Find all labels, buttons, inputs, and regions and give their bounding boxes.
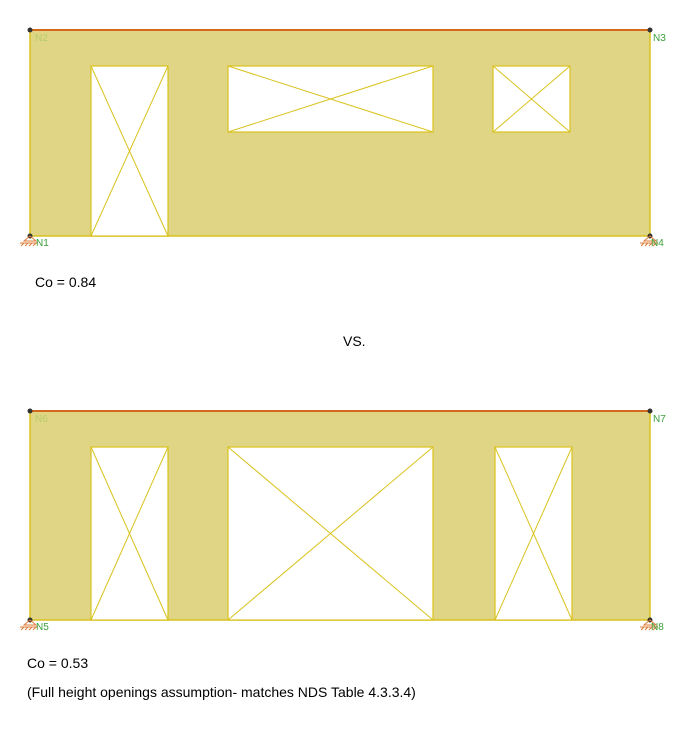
node-point <box>27 408 33 414</box>
co-result-1: Co = 0.84 <box>35 274 97 290</box>
ground-hatch-icon <box>640 626 658 631</box>
node-label: N7 <box>653 414 666 425</box>
opening-diagonal <box>227 65 434 133</box>
ground-hatch-icon <box>640 242 658 247</box>
node-label: N4 <box>651 238 664 249</box>
vs-label: VS. <box>343 333 366 349</box>
opening-diagonal <box>90 65 169 237</box>
node-point <box>27 27 33 33</box>
opening <box>492 65 571 133</box>
opening-diagonal <box>90 446 169 621</box>
node-label: N8 <box>651 622 664 633</box>
pin-support-icon <box>642 619 658 626</box>
opening-diagonal <box>494 446 573 621</box>
opening <box>227 65 434 133</box>
pin-support-icon <box>22 235 38 242</box>
opening <box>227 446 434 621</box>
opening <box>494 446 573 621</box>
node-point <box>647 27 653 33</box>
ground-hatch-icon <box>20 626 38 631</box>
pin-support-icon <box>22 619 38 626</box>
node-label: N6 <box>35 414 48 425</box>
node-label: N2 <box>35 33 48 44</box>
co-result-2: Co = 0.53 <box>27 655 89 671</box>
opening-diagonal <box>227 446 434 621</box>
node-label: N3 <box>653 33 666 44</box>
node-label: N5 <box>36 622 49 633</box>
ground-hatch-icon <box>20 242 38 247</box>
opening <box>90 65 169 237</box>
opening-diagonal <box>492 65 571 133</box>
opening <box>90 446 169 621</box>
node-point <box>647 408 653 414</box>
node-label: N1 <box>36 238 49 249</box>
assumption-note: (Full height openings assumption- matche… <box>27 684 416 700</box>
pin-support-icon <box>642 235 658 242</box>
